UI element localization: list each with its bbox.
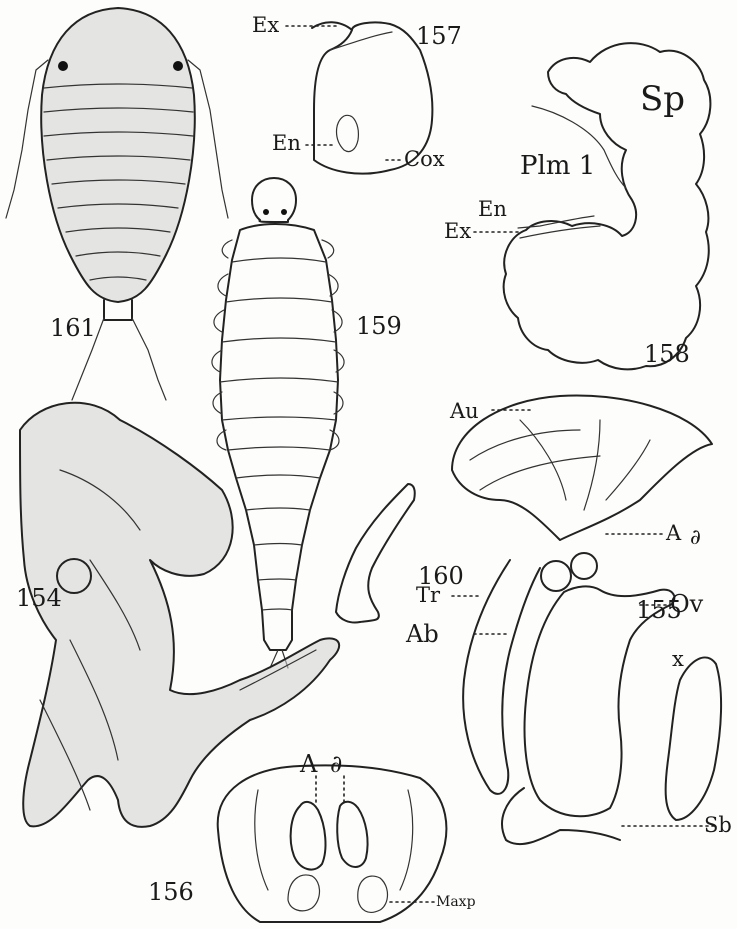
label-ex-157: Ex	[252, 13, 279, 37]
label-x-155: x	[672, 647, 684, 671]
label-maxp-156: Maxp	[436, 894, 476, 910]
figure-number-157: 157	[416, 22, 462, 50]
label-sp-158: Sp	[640, 79, 685, 119]
figure-number-154: 154	[16, 584, 62, 612]
label-ab-155: Ab	[405, 620, 439, 648]
figure-156-section	[218, 765, 447, 922]
figure-number-161: 161	[50, 314, 96, 342]
label-plm1-158: Plm 1	[520, 151, 595, 181]
label-en-157: En	[272, 131, 301, 155]
figure-160-process	[336, 484, 415, 623]
label-sb-155: Sb	[704, 813, 732, 837]
label-ex-158: Ex	[444, 219, 471, 243]
label-a-sym-155: ∂	[690, 525, 701, 549]
figure-161-isopod	[6, 8, 228, 400]
figure-159-isopod	[212, 178, 344, 668]
label-au-155: Au	[449, 399, 479, 423]
label-en-158: En	[478, 197, 507, 221]
label-cox-157: Cox	[404, 147, 445, 171]
label-ov-155: Ov	[670, 590, 704, 618]
leader-lines	[286, 26, 718, 902]
label-a-sym-156: ∂	[330, 750, 342, 778]
figure-number-156: 156	[148, 878, 194, 906]
figure-number-158: 158	[644, 340, 690, 368]
figure-number-159: 159	[356, 312, 402, 340]
label-tr-155: Tr	[416, 583, 441, 607]
label-a-155: A	[665, 521, 682, 545]
label-a-156: A	[299, 750, 318, 778]
